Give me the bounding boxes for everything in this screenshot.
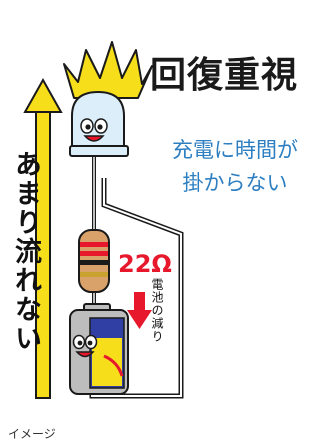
up-arrow-icon — [23, 77, 63, 399]
down-arrow-icon — [127, 292, 152, 329]
battery-label: 電池の減り — [150, 278, 164, 343]
crown-icon — [63, 41, 153, 99]
resistor-value: 22Ω — [118, 250, 172, 278]
page-title: 回復重視 — [150, 55, 299, 96]
subtitle: 充電に時間が 掛からない — [150, 134, 320, 199]
subtitle-line-1: 充電に時間が — [172, 138, 298, 162]
subtitle-line-2: 掛からない — [182, 170, 288, 195]
caption: イメージ — [8, 427, 56, 441]
vertical-label: あまり流れない — [10, 150, 41, 353]
resistor — [78, 229, 110, 293]
led-character — [69, 90, 129, 157]
battery-character — [69, 303, 129, 395]
